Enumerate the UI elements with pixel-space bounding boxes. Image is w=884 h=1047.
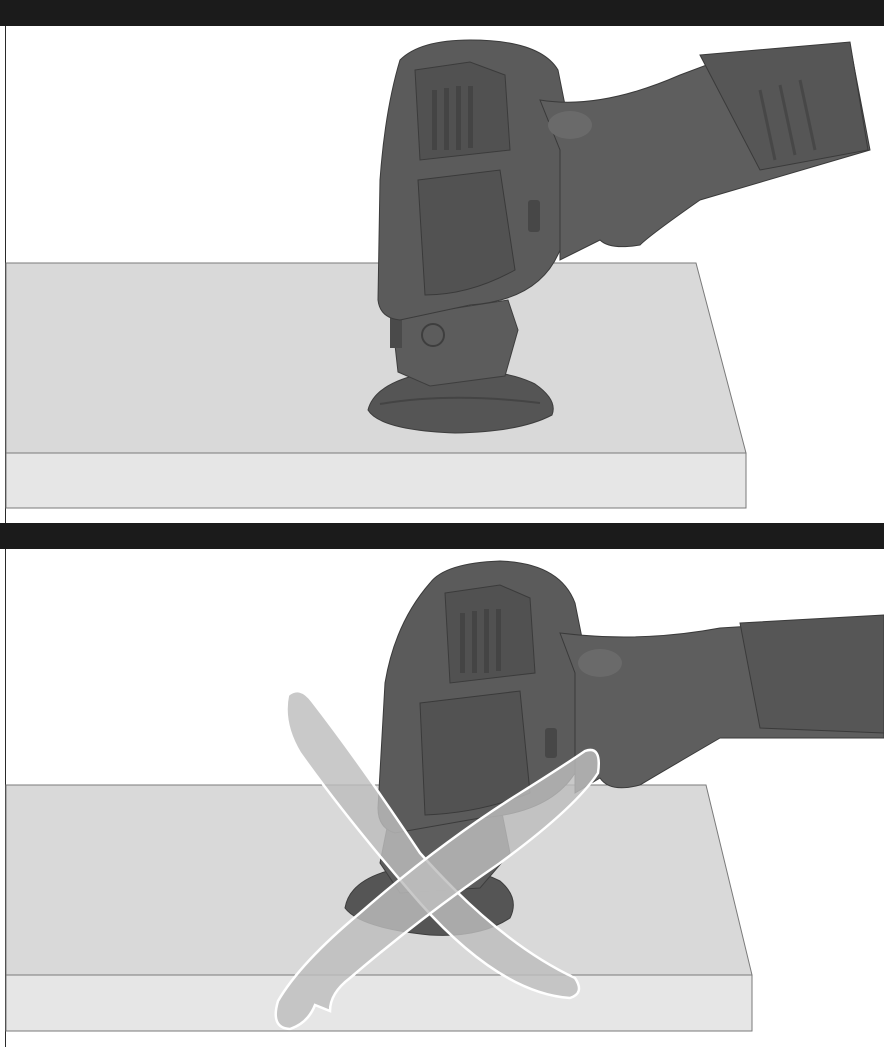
figure-incorrect-use	[0, 523, 884, 1047]
figure-correct-use	[0, 0, 884, 523]
figure-header-bar	[0, 0, 884, 26]
oscillating-tool-upright-icon	[5, 39, 871, 509]
workpiece-board-top	[5, 262, 747, 454]
figure-header-bar	[0, 523, 884, 549]
prohibited-x-icon	[274, 689, 600, 1031]
tool-head	[391, 299, 519, 387]
oscillating-tool-tilted-icon	[5, 560, 884, 1032]
workpiece-board-front	[5, 974, 753, 1032]
workpiece-board-front	[5, 452, 747, 509]
